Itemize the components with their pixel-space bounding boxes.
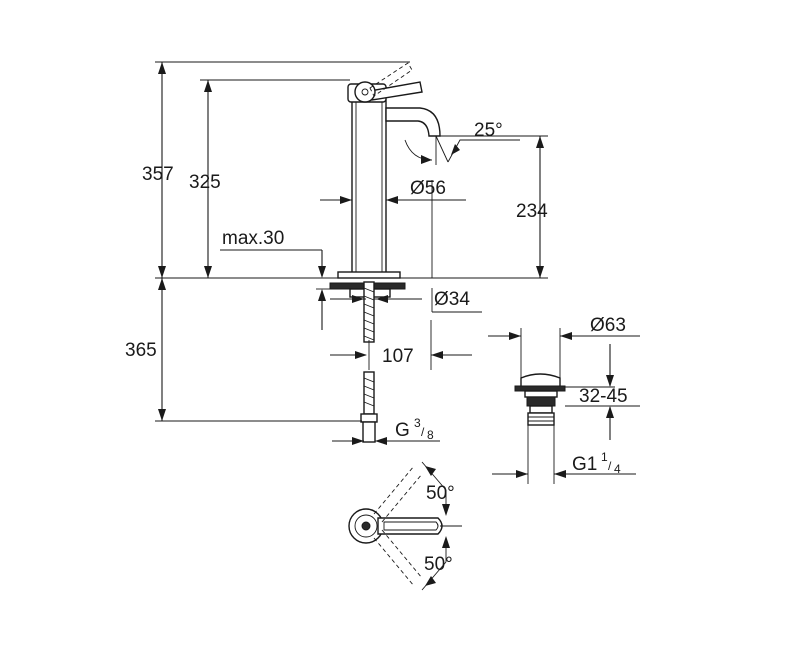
- label-g1-slash: /: [608, 459, 612, 473]
- reference-lines: [155, 61, 548, 422]
- label-diameter-56: Ø56: [410, 178, 446, 199]
- label-g: G: [395, 420, 410, 441]
- label-g1-num: 1: [601, 450, 608, 464]
- dimension-waste-range: 32-45: [565, 344, 640, 440]
- label-g1: G1: [572, 454, 597, 475]
- dimension-hose-connection: G 3 / 8: [332, 416, 440, 445]
- dimension-spout-height: 325: [189, 80, 221, 278]
- label-diameter-34: Ø34: [434, 289, 470, 310]
- label-325: 325: [189, 172, 221, 193]
- label-357: 357: [142, 164, 174, 185]
- label-234: 234: [516, 201, 548, 222]
- label-diameter-63: Ø63: [590, 315, 626, 336]
- dimension-waste-thread: G1 1 / 4: [492, 425, 636, 484]
- label-32-45: 32-45: [579, 386, 628, 407]
- label-50-degrees-top: 50°: [426, 483, 455, 504]
- label-50-degrees-bottom: 50°: [424, 554, 453, 575]
- label-107: 107: [382, 346, 414, 367]
- dimension-hole-diameter: Ø34: [330, 288, 482, 313]
- label-g-den: 8: [427, 428, 434, 442]
- faucet-side-view: [329, 62, 441, 443]
- dimension-outlet-height: 234: [431, 136, 548, 278]
- dimension-max-deck: max.30: [220, 228, 330, 330]
- waste-fitting: [514, 373, 566, 426]
- dimension-waste-diameter: Ø63: [488, 315, 640, 378]
- label-g-slash: /: [421, 425, 425, 439]
- faucet-top-view: 50° 50°: [348, 461, 462, 591]
- label-g-num: 3: [414, 416, 421, 430]
- dimension-spout-angle: 25°: [404, 120, 520, 165]
- dimension-hose-length: 365: [125, 278, 166, 421]
- label-g1-den: 4: [614, 462, 621, 476]
- dimension-body-diameter: Ø56: [320, 178, 466, 204]
- label-365: 365: [125, 340, 157, 361]
- dimension-spout-reach: 107: [330, 320, 472, 370]
- label-25-degrees: 25°: [474, 120, 503, 141]
- label-max-30: max.30: [222, 228, 284, 249]
- dimension-total-height: 357: [142, 62, 174, 278]
